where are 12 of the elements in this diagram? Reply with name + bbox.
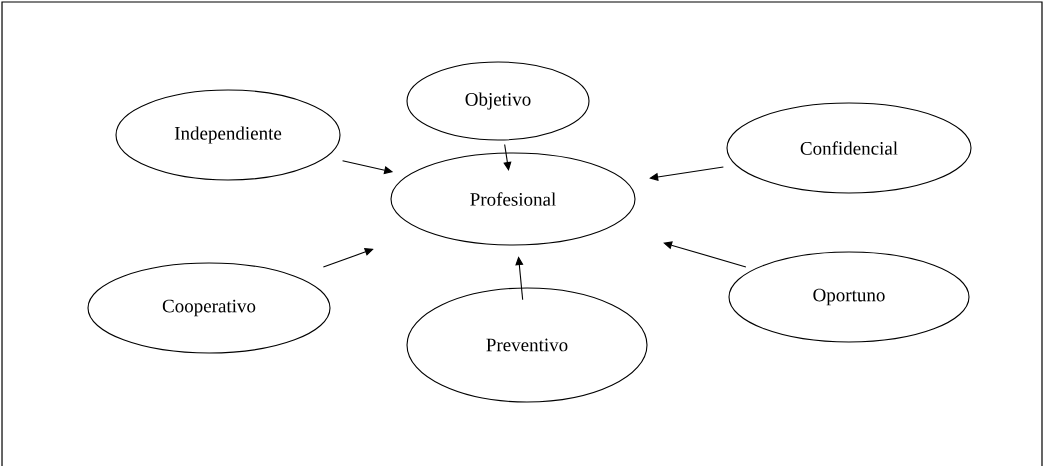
arrow	[663, 241, 747, 268]
ellipse-node: Confidencial	[726, 102, 972, 194]
ellipse-node: Oportuno	[728, 251, 970, 343]
ellipse-node: Profesional	[390, 152, 636, 246]
ellipse-node: Cooperativo	[87, 262, 331, 354]
ellipse-node: Preventivo	[406, 287, 648, 403]
arrow	[503, 143, 512, 171]
ellipse-node: Objetivo	[406, 61, 590, 141]
arrow	[515, 256, 524, 301]
arrow	[649, 166, 724, 182]
arrow	[322, 248, 374, 268]
ellipse-node: Independiente	[115, 89, 341, 181]
